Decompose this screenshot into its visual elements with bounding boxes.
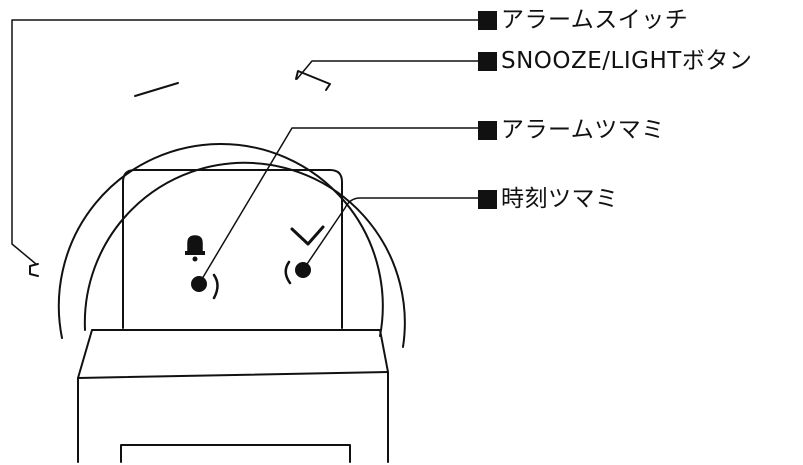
callout-alarm-switch-text: アラームスイッチ: [501, 7, 689, 33]
outer-ring: [83, 161, 406, 348]
callout-bullet: [478, 51, 497, 71]
callout-alarm-knob-text: アラームツマミ: [501, 117, 665, 143]
base-housing-shoulder: [77, 371, 389, 379]
callout-bullet: [478, 189, 497, 209]
base-housing: [77, 329, 389, 463]
leader-snooze-light: [296, 60, 479, 80]
bell-icon-base: [185, 251, 205, 255]
housing-top-ledge: [134, 82, 179, 97]
bell-icon: [187, 235, 203, 253]
callout-snooze-light-button: SNOOZE/LIGHTボタン: [478, 48, 752, 74]
callout-bullet: [478, 120, 497, 140]
time-knob-rotation-arc: [284, 260, 292, 285]
clock-hands-icon: [290, 225, 325, 246]
callout-alarm-knob: アラームツマミ: [478, 117, 665, 143]
display-window: [120, 444, 351, 463]
snooze-light-button[interactable]: [295, 70, 331, 91]
alarm-switch-nub[interactable]: [29, 263, 39, 277]
rear-panel: [122, 169, 343, 329]
callout-time-knob-text: 時刻ツマミ: [501, 186, 619, 212]
bell-icon-clapper: [192, 256, 198, 262]
leader-alarm-switch: [11, 19, 479, 265]
callout-alarm-switch: アラームスイッチ: [478, 7, 688, 33]
leader-time-knob: [302, 197, 479, 271]
leader-alarm-knob: [198, 127, 479, 285]
inner-ring: [57, 142, 384, 339]
alarm-knob-rotation-arc: [212, 273, 219, 300]
callout-time-knob: 時刻ツマミ: [478, 186, 619, 212]
callout-bullet: [478, 10, 497, 30]
callout-snooze-light-button-text: SNOOZE/LIGHTボタン: [501, 48, 753, 74]
